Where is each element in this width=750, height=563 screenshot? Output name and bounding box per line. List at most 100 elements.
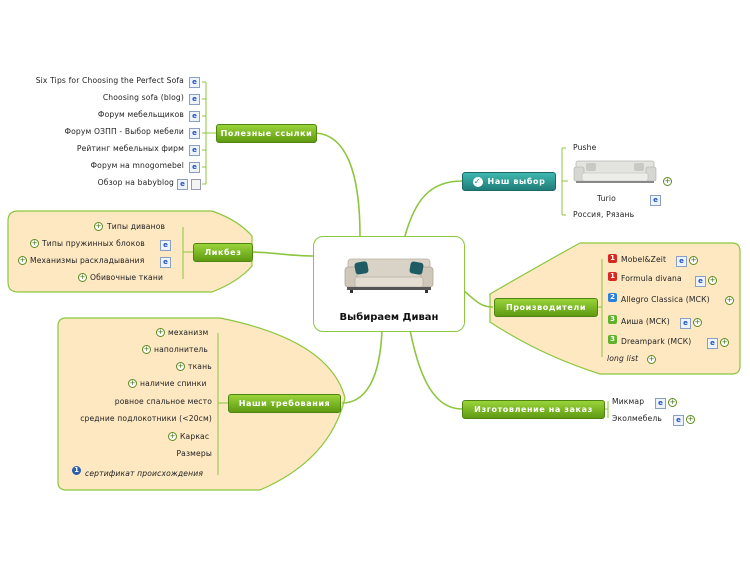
branch-requirements[interactable]: Наши требования [228,394,341,413]
choice-sub-connector [561,147,568,216]
expand-icon[interactable]: + [725,296,734,305]
maker-item[interactable]: Formula divana [621,274,682,283]
central-title: Выбираем Диван [339,312,439,323]
expand-icon[interactable]: + [668,398,677,407]
expand-icon[interactable]: + [693,318,702,327]
expand-icon[interactable]: + [168,432,177,441]
expand-icon[interactable]: + [94,222,103,231]
web-link-icon[interactable]: e [707,338,718,349]
connector-choice [404,180,463,237]
requirement-item[interactable]: наличие спинки [140,379,207,388]
expand-icon[interactable]: + [176,362,185,371]
expand-icon[interactable]: + [689,256,698,265]
requirements-cloud [57,317,346,491]
connector-requirements [341,329,383,404]
connector-links [315,132,361,237]
likbez-item[interactable]: Типы пружинных блоков [42,239,145,248]
maker-item[interactable]: Mobel&Zeit [621,255,667,264]
note-icon[interactable] [191,179,201,190]
web-link-icon[interactable]: e [160,257,171,268]
requirement-item[interactable]: ткань [188,362,212,371]
requirement-item[interactable]: наполнитель [154,345,209,354]
web-link-icon[interactable]: e [189,145,200,156]
priority-3-icon: 3 [608,335,617,344]
expand-icon[interactable]: + [30,239,39,248]
link-item[interactable]: Choosing sofa (blog) [102,93,184,102]
expand-icon[interactable]: + [686,415,695,424]
link-item[interactable]: Six Tips for Choosing the Perfect Sofa [35,76,184,85]
branch-useful-links-label: Полезные ссылки [220,129,313,138]
expand-icon[interactable]: + [663,177,672,186]
expand-icon[interactable]: + [708,276,717,285]
maker-item[interactable]: Аиша (МСК) [621,317,670,326]
web-link-icon[interactable]: e [189,128,200,139]
requirement-item[interactable]: Размеры [176,449,212,458]
web-link-icon[interactable]: e [189,162,200,173]
requirement-item[interactable]: Каркас [180,432,210,441]
requirements-sub-connector [217,333,228,475]
expand-icon[interactable]: + [156,328,165,337]
likbez-item[interactable]: Механизмы раскладывания [30,256,145,265]
link-item[interactable]: Рейтинг мебельных фирм [76,144,184,153]
choice-item[interactable]: Россия, Рязань [573,210,635,219]
web-link-icon[interactable]: e [189,77,200,88]
likbez-item[interactable]: Обивочные ткани [90,273,164,282]
expand-icon[interactable]: + [647,355,656,364]
web-link-icon[interactable]: e [673,415,684,426]
links-sub-connector [205,82,216,184]
web-link-icon[interactable]: e [177,179,188,190]
expand-icon[interactable]: + [78,273,87,282]
requirement-item[interactable]: механизм [168,328,209,337]
links-leaf-lines [202,81,206,185]
web-link-icon[interactable]: e [189,111,200,122]
link-item[interactable]: Форум на mnogomebel [90,161,184,170]
link-item[interactable]: Форум мебельщиков [97,110,184,119]
branch-requirements-label: Наши требования [238,399,331,408]
requirement-item[interactable]: средние подлокотники (<20см) [80,414,212,423]
maker-item[interactable]: long list [607,354,639,363]
likbez-cloud [7,210,253,293]
likbez-sub-connector [182,227,193,279]
link-item[interactable]: Обзор на babyblog [97,178,174,187]
sofa-image [344,258,434,293]
maker-item[interactable]: Allegro Classica (МСК) [621,295,710,304]
likbez-item[interactable]: Типы диванов [107,222,166,231]
web-link-icon[interactable]: e [189,94,200,105]
web-link-icon[interactable]: e [655,398,666,409]
branch-our-choice[interactable]: ✓ Наш выбор [462,172,556,191]
check-icon: ✓ [472,176,483,187]
custom-item[interactable]: Микмар [612,397,645,406]
web-link-icon[interactable]: e [650,195,661,206]
link-item[interactable]: Форум ОЗПП - Выбор мебели [64,127,184,136]
expand-icon[interactable]: + [128,379,137,388]
priority-1-icon: 1 [72,466,81,475]
connector-likbez [251,251,314,257]
web-link-icon[interactable]: e [676,256,687,267]
priority-1-icon: 1 [608,272,617,281]
branch-likbez[interactable]: Ликбез [193,243,253,262]
custom-item[interactable]: Эколмебель [612,414,662,423]
branch-makers[interactable]: Производители [494,298,598,317]
makers-cloud [489,242,741,375]
branch-custom-made[interactable]: Изготовление на заказ [462,400,605,419]
web-link-icon[interactable]: e [680,318,691,329]
expand-icon[interactable]: + [18,256,27,265]
branch-makers-label: Производители [505,303,587,312]
choice-item[interactable]: Pushe [573,143,597,152]
priority-3-icon: 3 [608,315,617,324]
central-topic[interactable]: Выбираем Диван [313,236,465,332]
branch-our-choice-label: Наш выбор [487,177,546,186]
choice-item[interactable]: Turio [597,194,616,203]
priority-2-icon: 2 [608,293,617,302]
expand-icon[interactable]: + [720,338,729,347]
requirement-item[interactable]: сертификат происхождения [85,469,204,478]
connector-makers [462,289,494,308]
web-link-icon[interactable]: e [695,276,706,287]
custom-sub-connector [605,401,609,418]
web-link-icon[interactable]: e [160,240,171,251]
maker-item[interactable]: Dreampark (МСК) [621,337,692,346]
expand-icon[interactable]: + [142,345,151,354]
branch-useful-links[interactable]: Полезные ссылки [216,124,317,143]
sofa-thumbnail-image [573,160,657,183]
requirement-item[interactable]: ровное спальное место [114,397,212,406]
